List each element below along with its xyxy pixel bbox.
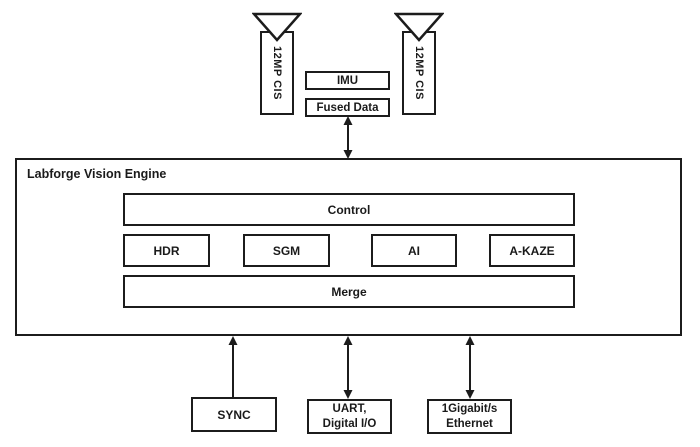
module-label-hdr: HDR: [153, 243, 180, 258]
module-label-akaze: A-KAZE: [509, 243, 555, 258]
ethernet-label-line2: Ethernet: [446, 417, 493, 430]
fused-data-box: Fused Data: [305, 98, 390, 117]
arrow-sync-to-engine: [228, 336, 238, 397]
camera-lens-icon-left: [252, 12, 302, 42]
arrow-engine-to-ethernet: [465, 336, 475, 399]
vision-engine-title: Labforge Vision Engine: [27, 167, 167, 181]
camera-lens-icon-right: [394, 12, 444, 42]
arrow-fused-to-engine: [343, 116, 353, 159]
ethernet-box: 1Gigabit/s Ethernet: [427, 399, 512, 434]
module-label-sgm: SGM: [272, 243, 301, 258]
uart-label-line1: UART,: [332, 403, 367, 416]
sync-label: SYNC: [217, 407, 251, 422]
module-box-akaze: A-KAZE: [489, 234, 575, 267]
imu-box: IMU: [305, 71, 390, 90]
sync-box: SYNC: [191, 397, 277, 432]
module-box-ai: AI: [371, 234, 457, 267]
camera-sensor-right: 12MP CIS: [402, 31, 436, 115]
uart-box: UART, Digital I/O: [307, 399, 392, 434]
module-label-ai: AI: [408, 243, 420, 258]
control-label: Control: [327, 202, 371, 217]
control-box: Control: [123, 193, 575, 226]
camera-sensor-left: 12MP CIS: [260, 31, 294, 115]
camera-sensor-right-label: 12MP CIS: [413, 46, 425, 100]
merge-label: Merge: [331, 284, 367, 299]
fused-data-label: Fused Data: [316, 101, 379, 114]
module-box-sgm: SGM: [243, 234, 330, 267]
imu-label: IMU: [336, 74, 359, 87]
arrow-engine-to-uart: [343, 336, 353, 399]
ethernet-label-line1: 1Gigabit/s: [441, 403, 498, 416]
uart-label-line2: Digital I/O: [322, 417, 377, 430]
vision-engine-box: Labforge Vision Engine: [15, 158, 682, 336]
module-box-hdr: HDR: [123, 234, 210, 267]
camera-sensor-left-label: 12MP CIS: [271, 46, 283, 100]
merge-box: Merge: [123, 275, 575, 308]
